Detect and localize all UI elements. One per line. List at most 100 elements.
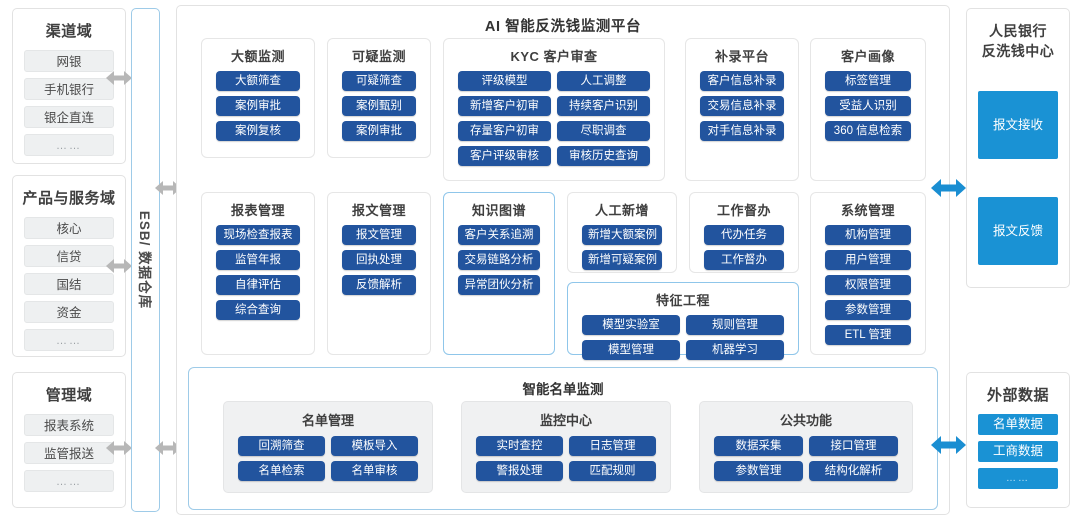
module-button[interactable]: 存量客户初审 [458, 121, 551, 141]
group-button[interactable]: 实时查控 [476, 436, 563, 456]
module-button[interactable]: 案例复核 [216, 121, 300, 141]
module-button[interactable]: 现场检查报表 [216, 225, 300, 245]
module-button[interactable]: 模型管理 [582, 340, 680, 360]
domain-chip-more[interactable]: …… [24, 329, 114, 351]
group-title: 公共功能 [779, 413, 832, 428]
domain-chip-more[interactable]: …… [24, 134, 114, 156]
module-title: 可疑监测 [351, 49, 406, 64]
module-button[interactable]: 监管年报 [216, 250, 300, 270]
block-list-data[interactable]: 名单数据 [978, 414, 1058, 435]
module-title: 特征工程 [655, 293, 710, 308]
panel-title: 外部数据 [986, 387, 1049, 404]
domain-chip[interactable]: 核心 [24, 217, 114, 239]
block-business-data[interactable]: 工商数据 [978, 441, 1058, 462]
module-title: 报文管理 [351, 203, 406, 218]
domain-title: 渠道域 [45, 23, 93, 40]
module-button[interactable]: 新增可疑案例 [582, 250, 662, 270]
module-button[interactable]: 机器学习 [686, 340, 784, 360]
group-button[interactable]: 数据采集 [714, 436, 803, 456]
domain-chip[interactable]: 网银 [24, 50, 114, 72]
module-button[interactable]: 案例甄别 [342, 96, 416, 116]
module-button[interactable]: 人工调整 [557, 71, 650, 91]
domain-chip[interactable]: 国结 [24, 273, 114, 295]
module-title: 知识图谱 [471, 203, 526, 218]
module-button[interactable]: ETL 管理 [825, 325, 911, 345]
module-button[interactable]: 自律评估 [216, 275, 300, 295]
module-system-management: 系统管理 机构管理 用户管理 权限管理 参数管理 ETL 管理 [810, 192, 926, 355]
module-supplementary-platform: 补录平台 客户信息补录 交易信息补录 对手信息补录 [685, 38, 799, 181]
module-button[interactable]: 案例审批 [342, 121, 416, 141]
esb-data-warehouse-bar: ESB/ 数据仓库 [131, 8, 160, 512]
module-button[interactable]: 回执处理 [342, 250, 416, 270]
module-title: 人工新增 [594, 203, 649, 218]
group-button[interactable]: 匹配规则 [569, 461, 656, 481]
module-button[interactable]: 权限管理 [825, 275, 911, 295]
group-button[interactable]: 回溯筛查 [238, 436, 325, 456]
module-button[interactable]: 工作督办 [704, 250, 784, 270]
module-button[interactable]: 模型实验室 [582, 315, 680, 335]
module-button[interactable]: 参数管理 [825, 300, 911, 320]
group-button[interactable]: 参数管理 [714, 461, 803, 481]
module-button[interactable]: 案例审批 [216, 96, 300, 116]
domain-chip[interactable]: 手机银行 [24, 78, 114, 100]
module-button[interactable]: 报文管理 [342, 225, 416, 245]
domain-chip-more[interactable]: …… [24, 470, 114, 492]
module-button[interactable]: 客户评级审核 [458, 146, 551, 166]
module-button[interactable]: 反馈解析 [342, 275, 416, 295]
domain-chip[interactable]: 银企直连 [24, 106, 114, 128]
module-button[interactable]: 代办任务 [704, 225, 784, 245]
module-title: 工作督办 [716, 203, 771, 218]
domain-chip[interactable]: 监管报送 [24, 442, 114, 464]
module-button[interactable]: 新增大额案例 [582, 225, 662, 245]
module-kyc-customer-review: KYC 客户审查 评级模型 人工调整 新增客户初审 持续客户识别 存量客户初审 … [443, 38, 665, 181]
page-title: AI 智能反洗钱监测平台 [484, 19, 642, 35]
module-button[interactable]: 用户管理 [825, 250, 911, 270]
module-button[interactable]: 对手信息补录 [700, 121, 784, 141]
group-button[interactable]: 日志管理 [569, 436, 656, 456]
module-button[interactable]: 审核历史查询 [557, 146, 650, 166]
module-button[interactable]: 新增客户初审 [458, 96, 551, 116]
module-button[interactable]: 规则管理 [686, 315, 784, 335]
module-button[interactable]: 交易链路分析 [458, 250, 540, 270]
module-button[interactable]: 交易信息补录 [700, 96, 784, 116]
module-button[interactable]: 机构管理 [825, 225, 911, 245]
domain-title: 管理域 [45, 387, 93, 404]
module-button[interactable]: 客户信息补录 [700, 71, 784, 91]
module-button[interactable]: 大额筛查 [216, 71, 300, 91]
module-title: 大额监测 [230, 49, 285, 64]
module-message-management: 报文管理 报文管理 回执处理 反馈解析 [327, 192, 431, 355]
arrow-board-to-external-data [931, 435, 966, 455]
group-button[interactable]: 模板导入 [331, 436, 418, 456]
module-button[interactable]: 尽职调查 [557, 121, 650, 141]
block-message-receive[interactable]: 报文接收 [978, 91, 1058, 159]
module-button[interactable]: 标签管理 [825, 71, 911, 91]
group-button[interactable]: 结构化解析 [809, 461, 898, 481]
module-button[interactable]: 持续客户识别 [557, 96, 650, 116]
domain-chip[interactable]: 信贷 [24, 245, 114, 267]
module-button[interactable]: 受益人识别 [825, 96, 911, 116]
block-more-data[interactable]: …… [978, 468, 1058, 489]
module-button[interactable]: 客户关系追溯 [458, 225, 540, 245]
module-report-management: 报表管理 现场检查报表 监管年报 自律评估 综合查询 [201, 192, 315, 355]
panel-title-line2: 反洗钱中心 [981, 43, 1055, 59]
module-button[interactable]: 综合查询 [216, 300, 300, 320]
esb-label: ESB/ 数据仓库 [136, 210, 152, 310]
group-button[interactable]: 名单审核 [331, 461, 418, 481]
group-button[interactable]: 名单检索 [238, 461, 325, 481]
group-button[interactable]: 警报处理 [476, 461, 563, 481]
domain-chip[interactable]: 资金 [24, 301, 114, 323]
module-button[interactable]: 360 信息检索 [825, 121, 911, 141]
group-title: 名单管理 [301, 413, 354, 428]
module-button[interactable]: 异常团伙分析 [458, 275, 540, 295]
module-title: 报表管理 [230, 203, 285, 218]
panel-external-data: 外部数据 名单数据 工商数据 …… [966, 372, 1070, 508]
smart-list-monitoring-panel: 智能名单监测 名单管理 回溯筛查 模板导入 名单检索 名单审核 监控中心 实时查… [188, 367, 938, 510]
group-button[interactable]: 接口管理 [809, 436, 898, 456]
module-button[interactable]: 可疑筛查 [342, 71, 416, 91]
module-feature-engineering: 特征工程 模型实验室 规则管理 模型管理 机器学习 [567, 282, 799, 360]
domain-chip[interactable]: 报表系统 [24, 414, 114, 436]
block-message-feedback[interactable]: 报文反馈 [978, 197, 1058, 265]
group-public-functions: 公共功能 数据采集 接口管理 参数管理 结构化解析 [699, 401, 913, 493]
module-button[interactable]: 评级模型 [458, 71, 551, 91]
arrow-board-to-pboc [931, 178, 966, 198]
